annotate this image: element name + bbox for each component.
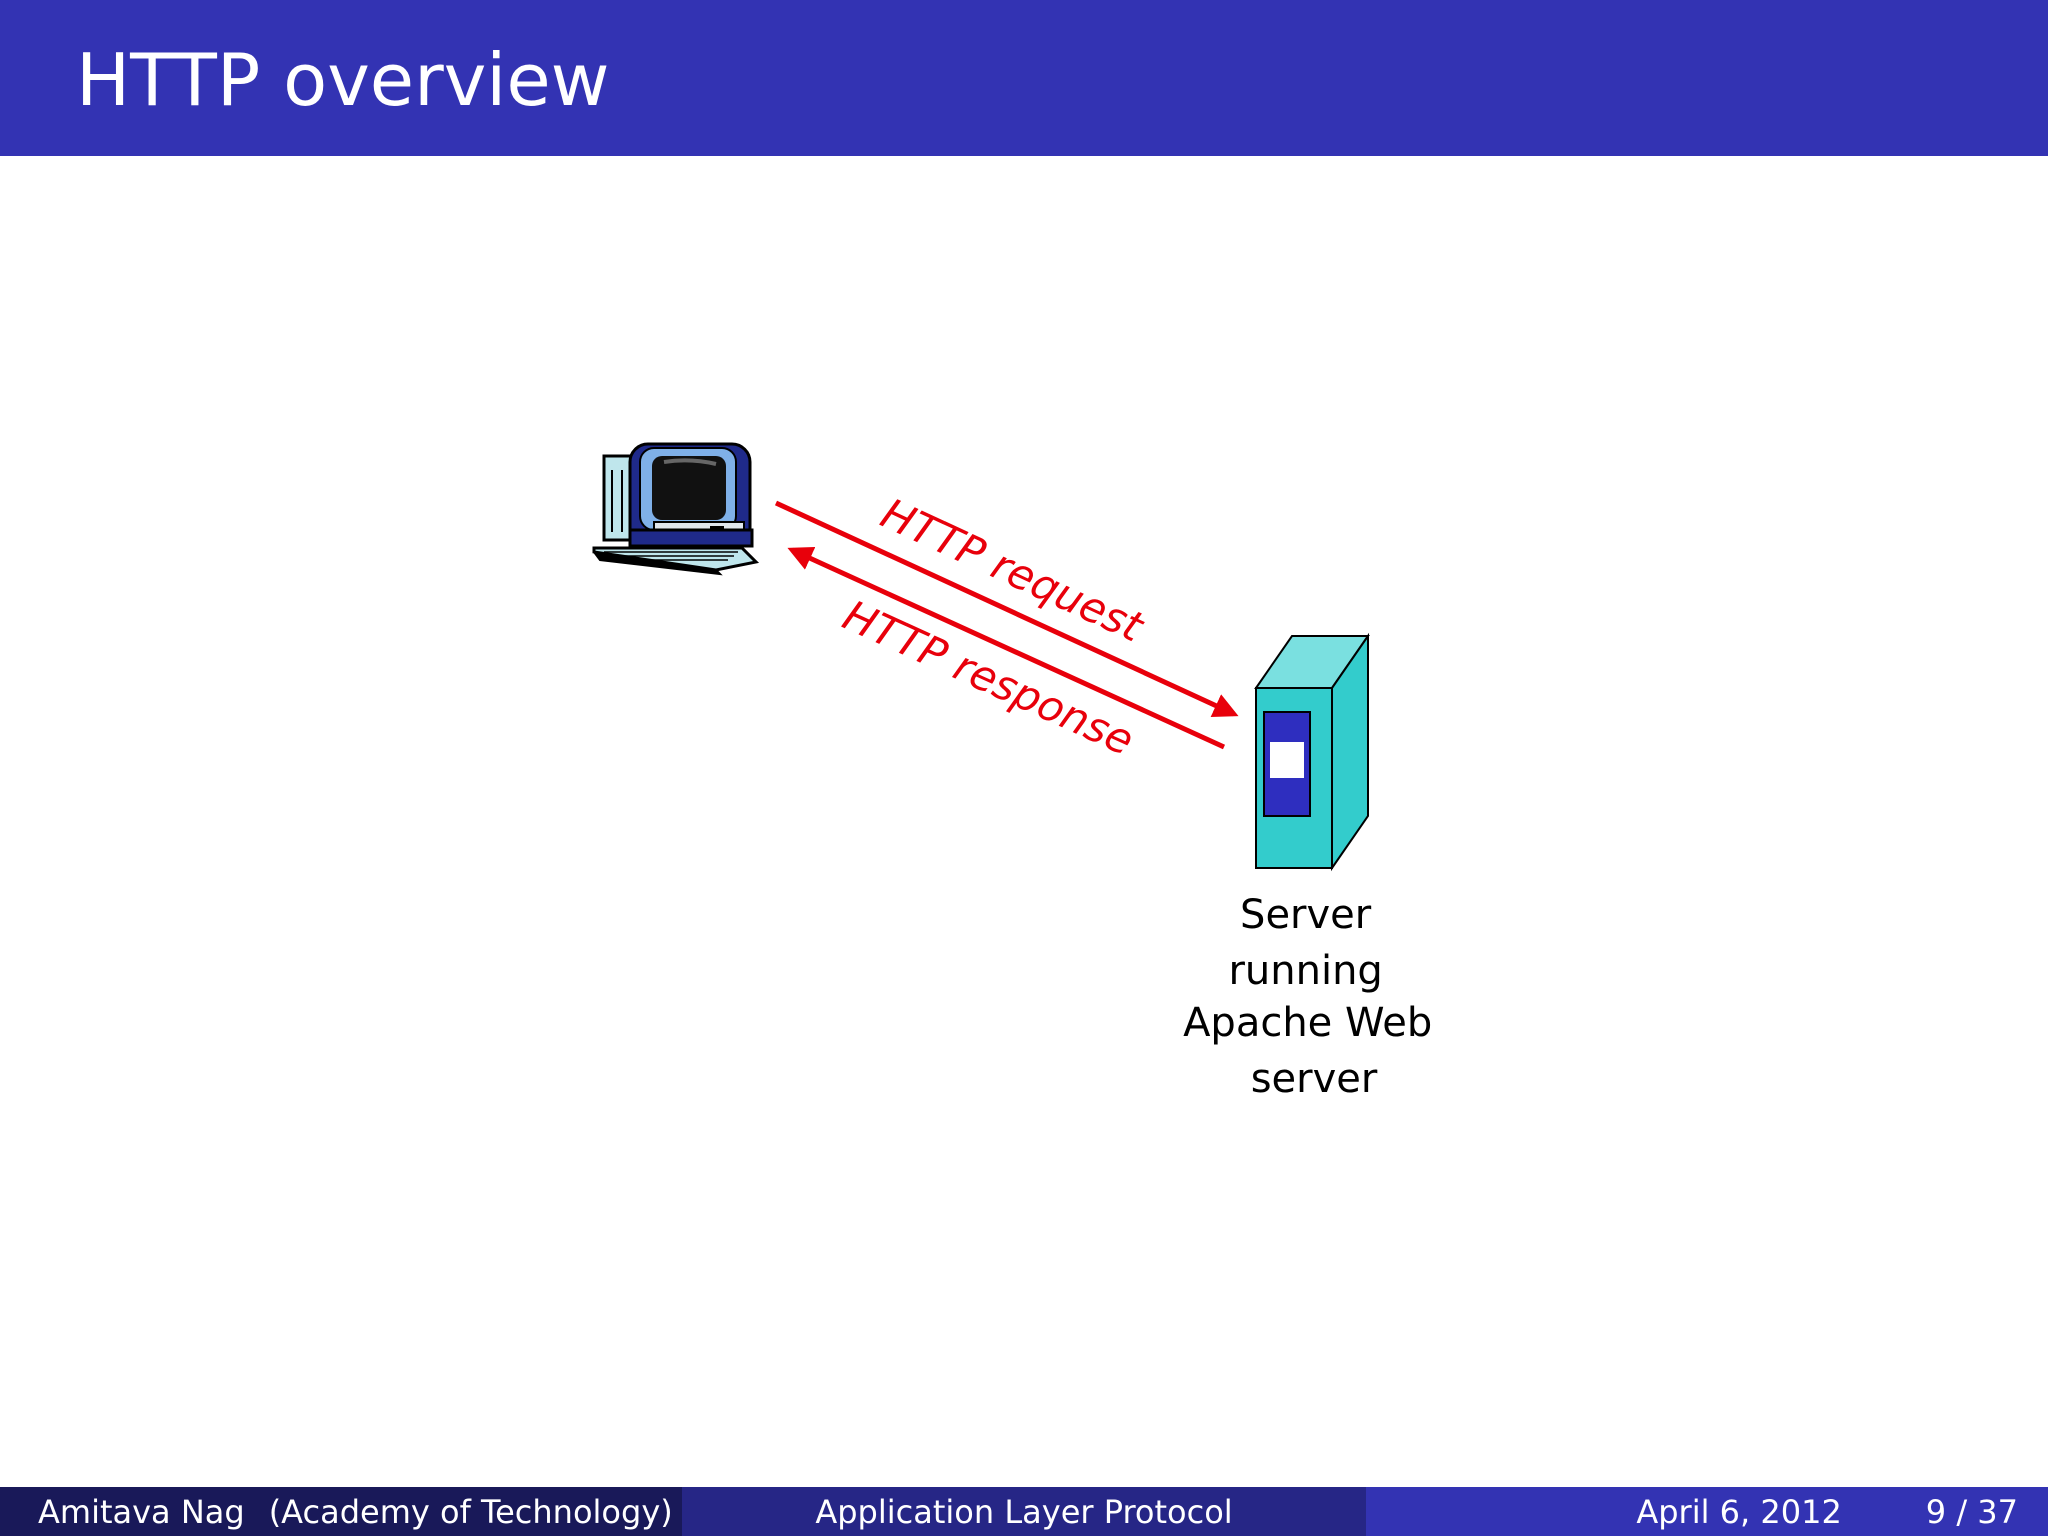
footer-author: Amitava Nag bbox=[38, 1492, 245, 1531]
server-tower-icon bbox=[1254, 632, 1370, 872]
slide-footer: Amitava Nag (Academy of Technology) Appl… bbox=[0, 1487, 2048, 1536]
desktop-computer-icon bbox=[592, 442, 760, 576]
slide-title-bar: HTTP overview bbox=[0, 0, 2048, 156]
server-caption-line-4: server bbox=[1251, 1056, 1378, 1102]
footer-date-block: April 6, 2012 9 / 37 bbox=[1366, 1487, 2048, 1536]
footer-title-block: Application Layer Protocol bbox=[682, 1487, 1366, 1536]
server-caption-line-1: Server bbox=[1240, 892, 1372, 938]
footer-author-block: Amitava Nag (Academy of Technology) bbox=[0, 1487, 682, 1536]
slide-title: HTTP overview bbox=[76, 38, 610, 122]
footer-page-number: 9 / 37 bbox=[1925, 1492, 2018, 1531]
http-request-arrow bbox=[774, 500, 1239, 717]
server-caption-line-3: Apache Web bbox=[1183, 1000, 1432, 1046]
http-response-arrow bbox=[787, 546, 1226, 750]
footer-institute: (Academy of Technology) bbox=[268, 1492, 673, 1531]
server-caption-line-2: running bbox=[1228, 948, 1382, 994]
footer-presentation-title: Application Layer Protocol bbox=[815, 1492, 1233, 1531]
server-caption: Server running Apache Web server bbox=[1183, 892, 1445, 1102]
footer-date: April 6, 2012 bbox=[1636, 1492, 1842, 1531]
